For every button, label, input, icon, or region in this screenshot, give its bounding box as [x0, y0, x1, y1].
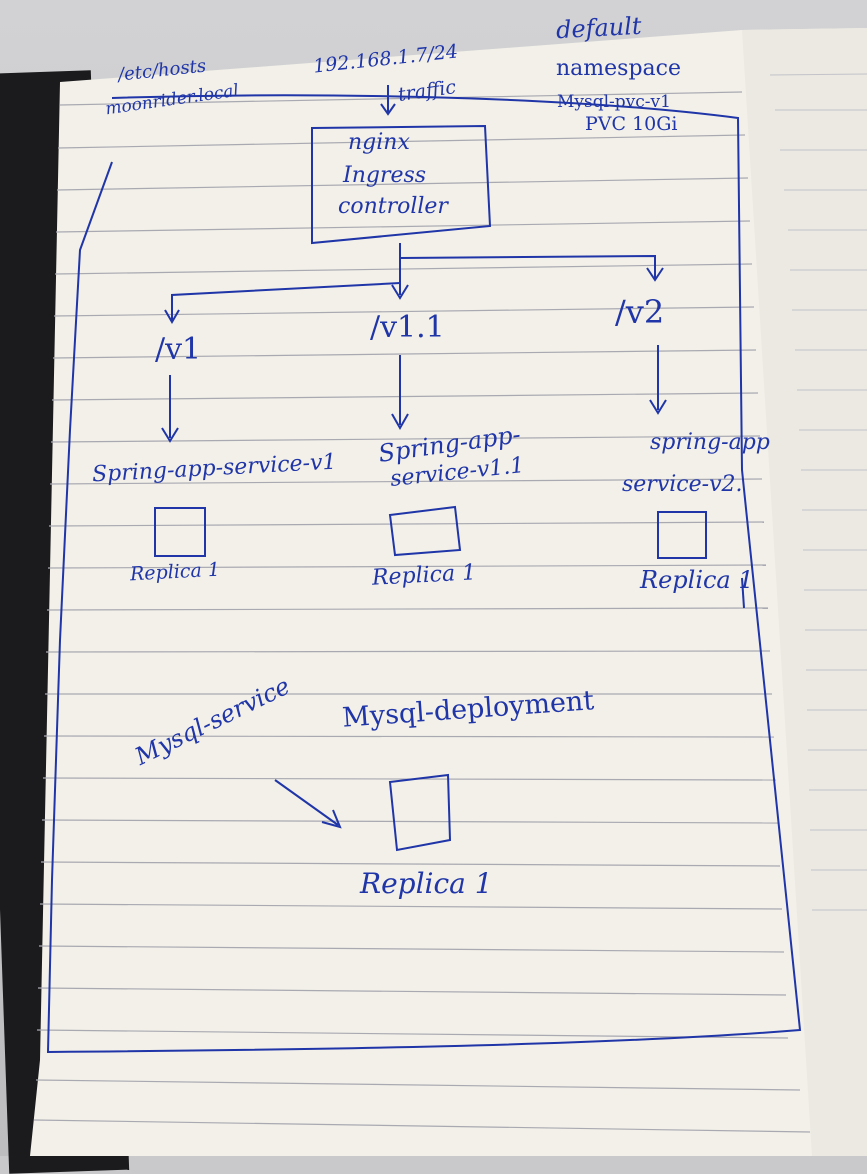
pvc-name-label: Mysql-pvc-v1 [557, 92, 671, 112]
namespace-label-line1: default [555, 11, 643, 45]
replica-v2-mark [741, 577, 745, 609]
traffic-arrow [380, 85, 396, 116]
replica-box-v1 [154, 507, 206, 557]
ingress-label-line3: controller [338, 194, 448, 219]
route-branches [161, 243, 667, 443]
replica-box-v2 [657, 511, 707, 559]
replica-v1-label: Replica 1 [129, 558, 221, 586]
route-v11-label: /v1.1 [370, 310, 445, 345]
ingress-label-line2: Ingress [343, 163, 427, 188]
diagram-frame [46, 94, 802, 1054]
service-v2-label-line2: service-v2. [622, 472, 743, 497]
replica-box-mysql [388, 773, 452, 852]
ingress-label-line1: nginx [348, 130, 410, 155]
pvc-size-label: PVC 10Gi [585, 113, 678, 135]
replica-v11-label: Replica 1 [371, 560, 477, 591]
right-page-lines [769, 73, 867, 911]
service-v2-label-line1: spring-app [650, 430, 770, 455]
mysql-replica-label: Replica 1 [360, 867, 493, 900]
mysql-service-arrow [274, 779, 342, 829]
ruled-lines [33, 91, 811, 1133]
replica-v2-label: Replica 1 [640, 566, 754, 594]
namespace-label-line2: namespace [556, 56, 681, 81]
route-v2-label: /v2 [615, 293, 665, 331]
paper-sheet [30, 28, 867, 1156]
replica-box-v11 [388, 505, 462, 557]
route-v1-label: /v1 [155, 332, 202, 367]
ingress-box [311, 124, 492, 245]
